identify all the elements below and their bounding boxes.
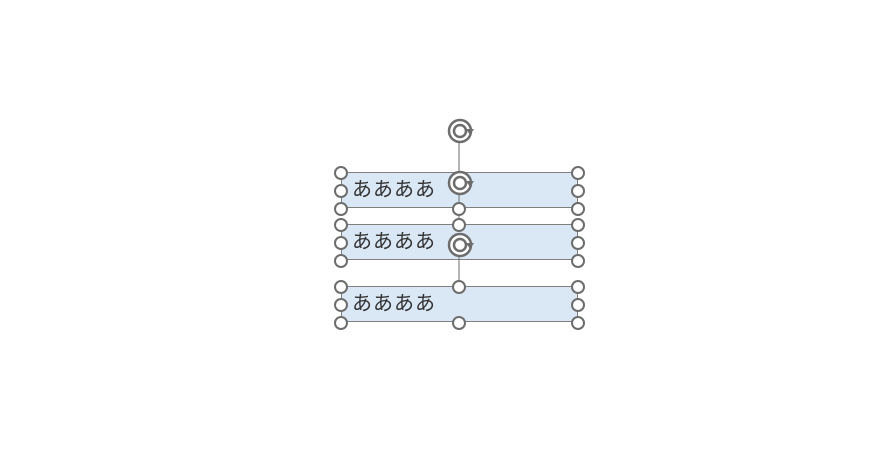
- resize-handle-icon[interactable]: [571, 184, 585, 198]
- resize-handle-icon[interactable]: [334, 218, 348, 232]
- resize-handle-icon[interactable]: [571, 202, 585, 216]
- resize-handle-icon[interactable]: [571, 166, 585, 180]
- text-box-2-text[interactable]: ああああ: [352, 229, 436, 253]
- resize-handle-icon[interactable]: [334, 316, 348, 330]
- text-box-3[interactable]: ああああ: [341, 286, 578, 322]
- resize-handle-icon[interactable]: [571, 316, 585, 330]
- resize-handle-icon[interactable]: [571, 254, 585, 268]
- rotate-handle-icon[interactable]: [447, 232, 474, 258]
- text-box-3-text[interactable]: ああああ: [352, 291, 436, 315]
- resize-handle-icon[interactable]: [334, 184, 348, 198]
- resize-handle-icon[interactable]: [334, 236, 348, 250]
- resize-handle-icon[interactable]: [452, 316, 466, 330]
- resize-handle-icon[interactable]: [571, 280, 585, 294]
- text-box-1-text[interactable]: ああああ: [352, 177, 436, 201]
- rotate-handle-icon[interactable]: [447, 118, 474, 144]
- resize-handle-icon[interactable]: [571, 236, 585, 250]
- resize-handle-icon[interactable]: [452, 202, 466, 216]
- resize-handle-icon[interactable]: [334, 254, 348, 268]
- rotate-handle-icon[interactable]: [447, 170, 474, 196]
- resize-handle-icon[interactable]: [571, 218, 585, 232]
- resize-handle-icon[interactable]: [334, 202, 348, 216]
- resize-handle-icon[interactable]: [334, 166, 348, 180]
- resize-handle-icon[interactable]: [452, 280, 466, 294]
- resize-handle-icon[interactable]: [334, 298, 348, 312]
- resize-handle-icon[interactable]: [452, 218, 466, 232]
- resize-handle-icon[interactable]: [571, 298, 585, 312]
- resize-handle-icon[interactable]: [334, 280, 348, 294]
